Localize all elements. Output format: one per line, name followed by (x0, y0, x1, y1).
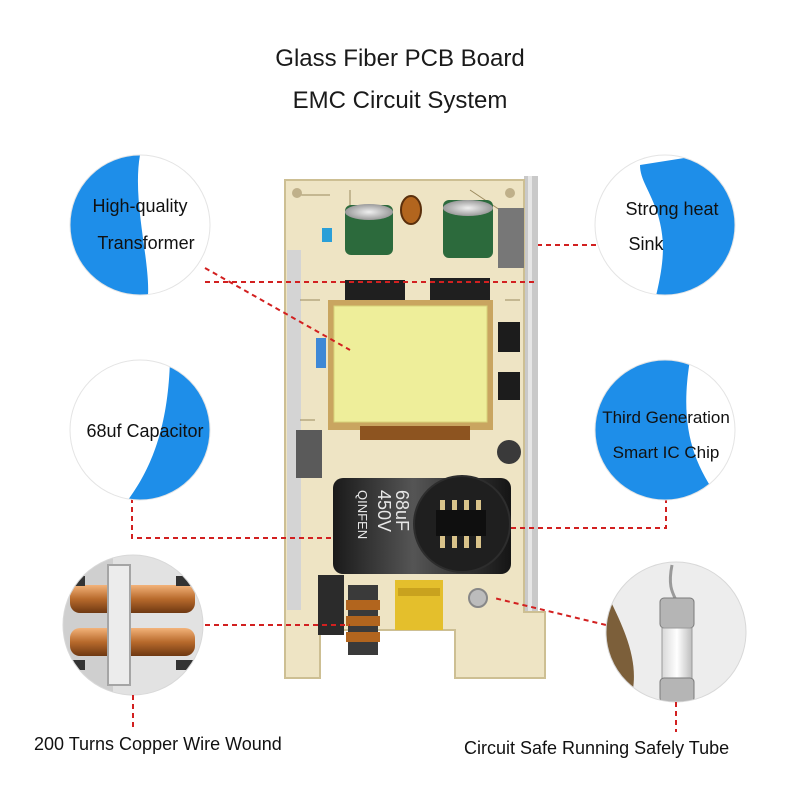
fuse-cap-top (659, 597, 695, 629)
capacitor-label: 68uf Capacitor (86, 421, 204, 441)
headline-line-1: Glass Fiber PCB Board (275, 45, 525, 72)
photo-circle-coil (62, 554, 204, 696)
optocoupler (498, 322, 520, 352)
transformer-label-line-2: Transformer (97, 233, 195, 253)
small-inductor (400, 195, 422, 225)
blue-resistor (322, 228, 332, 242)
transformer-tape (333, 305, 488, 423)
callout-circle-ic-chip (594, 359, 736, 501)
leader-capacitor (131, 498, 334, 539)
mounting-hole (292, 188, 302, 198)
fuse-glass-tube (661, 627, 693, 681)
fuse-terminal (468, 588, 488, 608)
coil-winding-top (70, 585, 195, 613)
headline-line-2: EMC Circuit System (292, 87, 508, 114)
small-electrolytic (497, 440, 521, 464)
callout-circle-transformer (69, 154, 211, 296)
callout-circle-heat-sink (594, 154, 736, 296)
heat-sink-label-line-2: Sink (628, 234, 664, 254)
fuse-caption: Circuit Safe Running Safely Tube (464, 738, 730, 758)
callout-circle-capacitor (69, 359, 211, 501)
left-heat-sink (287, 250, 301, 610)
ic-chip-label-line-2: Smart IC Chip (612, 443, 720, 462)
heat-sink-label-line-1: Strong heat (625, 199, 719, 219)
transformer-winding (360, 426, 470, 440)
capacitor-brand-text: QINFEN (355, 490, 370, 539)
capacitor-voltage-text: 450V (374, 490, 394, 532)
coil-bobbin (107, 564, 131, 686)
ic-chip-label-line-1: Third Generation (602, 408, 730, 427)
leader-ic-chip (508, 498, 667, 529)
x-capacitor (395, 580, 443, 630)
leader-fuse (493, 597, 607, 626)
blue-capacitor (316, 338, 326, 368)
ic-chip-body (436, 510, 486, 536)
regulator-left (296, 430, 322, 478)
transistor-top (498, 208, 524, 268)
pcb-board: QINFEN 450V 68uF (284, 176, 546, 679)
coil-caption: 200 Turns Copper Wire Wound (34, 734, 282, 754)
fuse-cap-bottom (659, 677, 695, 702)
coil-winding-bottom (70, 628, 195, 656)
transformer-label-line-1: High-quality (92, 196, 188, 216)
capacitor-value-text: 68uF (392, 490, 412, 531)
leader-transformer (204, 267, 351, 351)
mounting-hole (505, 188, 515, 198)
small-ic (498, 372, 520, 400)
leader-lines (131, 244, 667, 626)
heat-sink-highlight (528, 176, 532, 646)
photo-circle-fuse (605, 561, 747, 703)
